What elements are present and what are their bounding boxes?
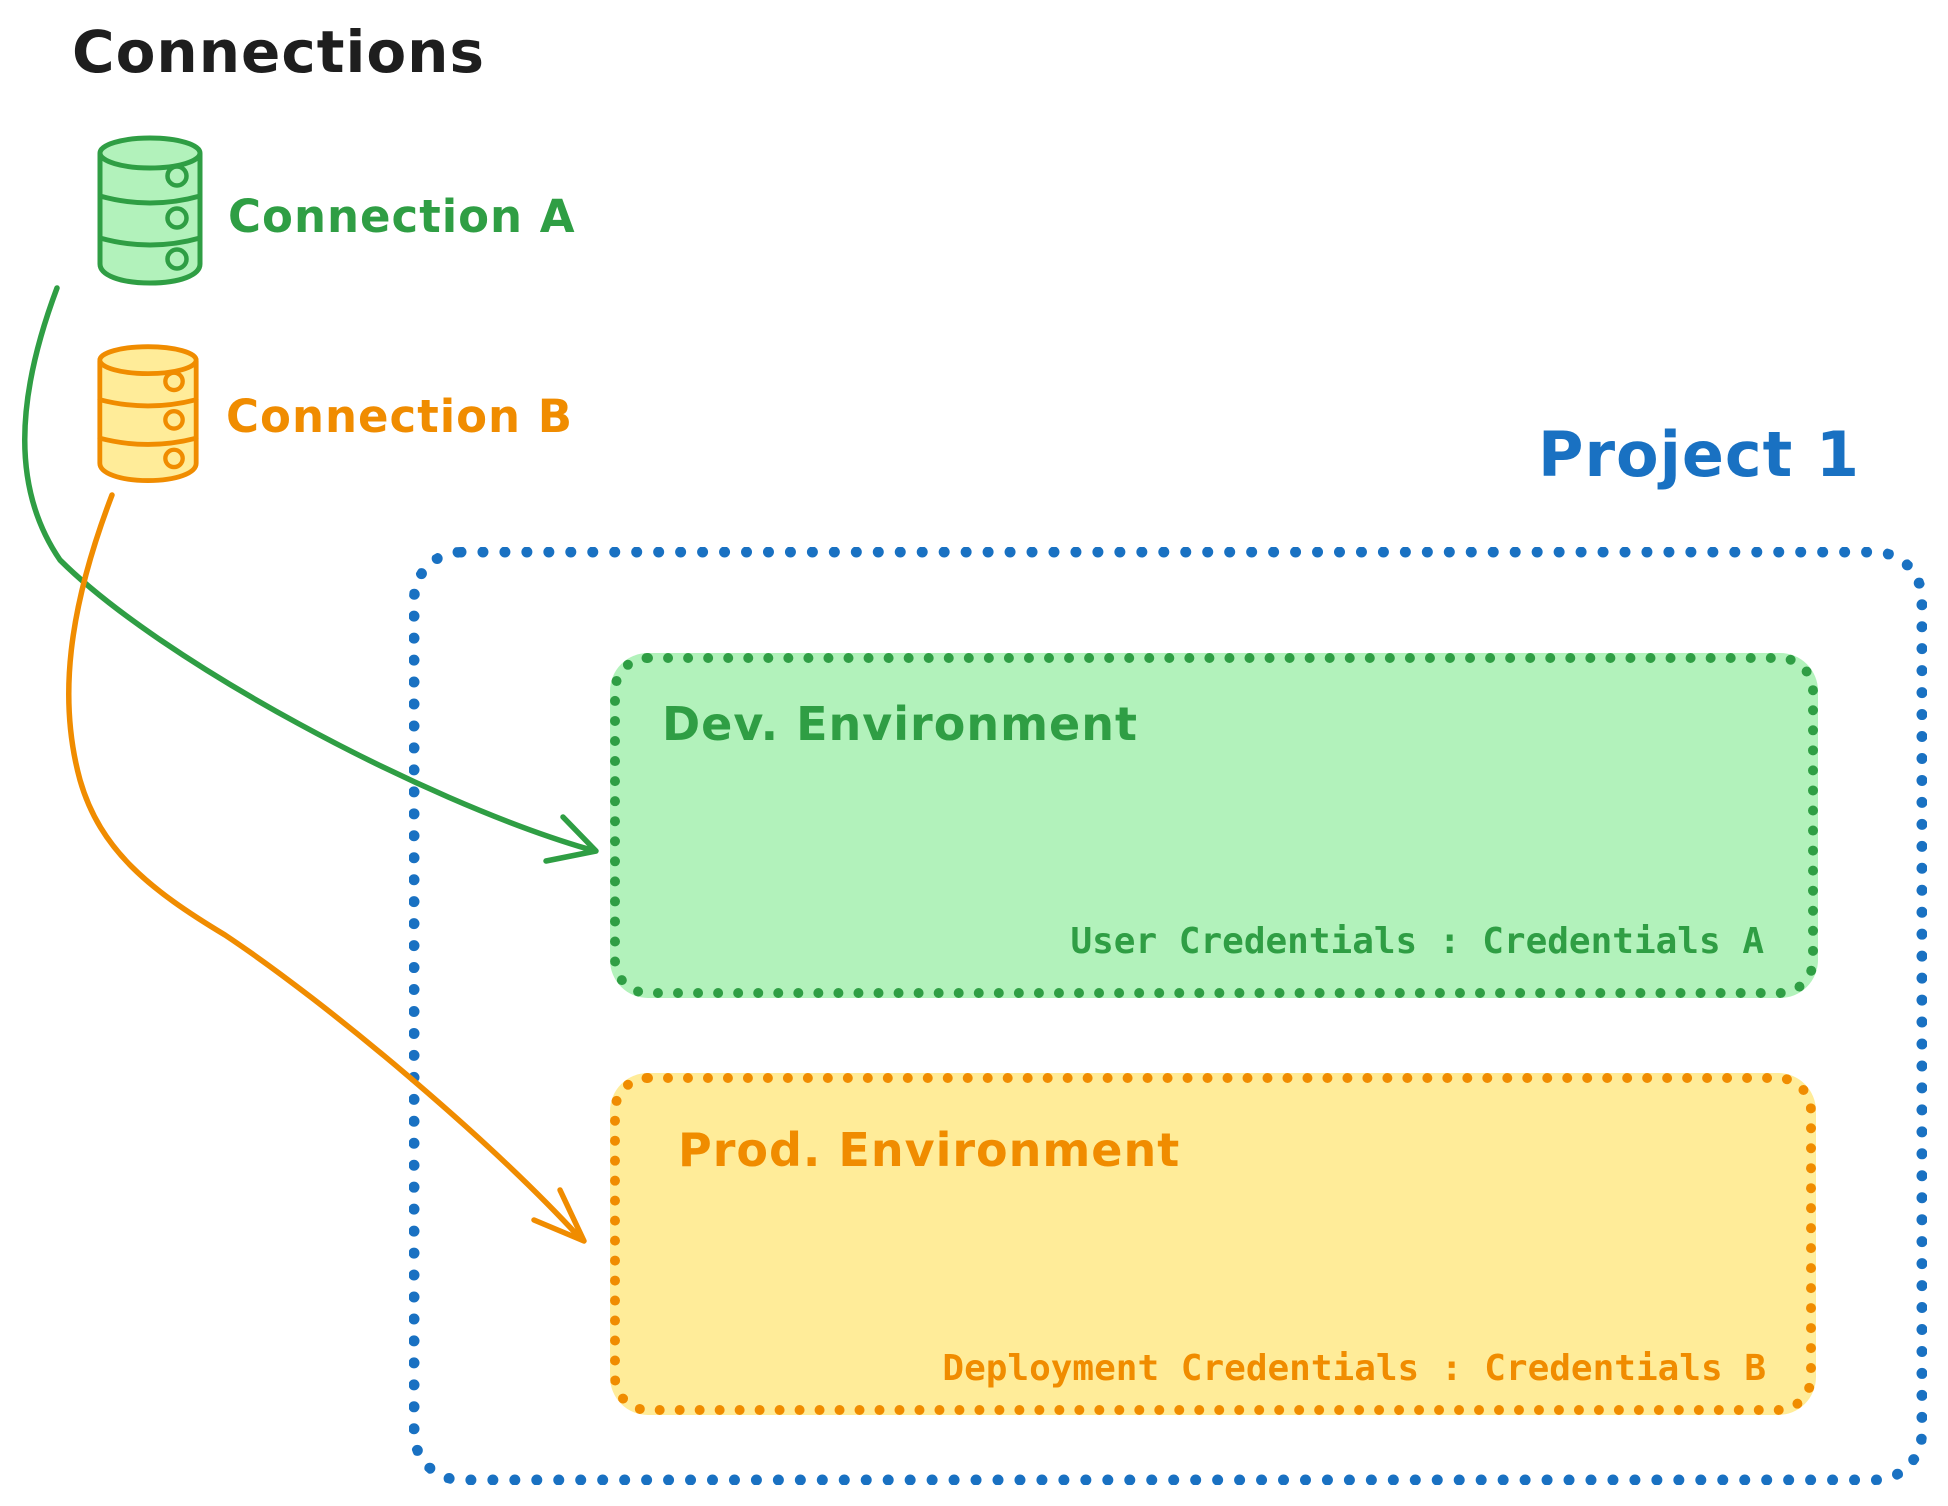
- dev-environment-title: Dev. Environment: [662, 697, 1138, 751]
- prod-environment-title: Prod. Environment: [678, 1123, 1181, 1177]
- dev-environment-credentials: User Credentials : Credentials A: [1070, 921, 1764, 962]
- project-label: Project 1: [1538, 418, 1861, 491]
- dev-environment-box: Dev. Environment User Credentials : Cred…: [610, 653, 1818, 998]
- prod-environment-credentials: Deployment Credentials : Credentials B: [942, 1348, 1766, 1389]
- connection-b-label: Connection B: [226, 390, 574, 443]
- diagram-title: Connections: [72, 18, 485, 86]
- prod-environment-box: Prod. Environment Deployment Credentials…: [610, 1073, 1816, 1415]
- database-icon-connection-a: [97, 135, 203, 286]
- database-icon-connection-b: [97, 344, 199, 483]
- connection-a-label: Connection A: [228, 190, 576, 243]
